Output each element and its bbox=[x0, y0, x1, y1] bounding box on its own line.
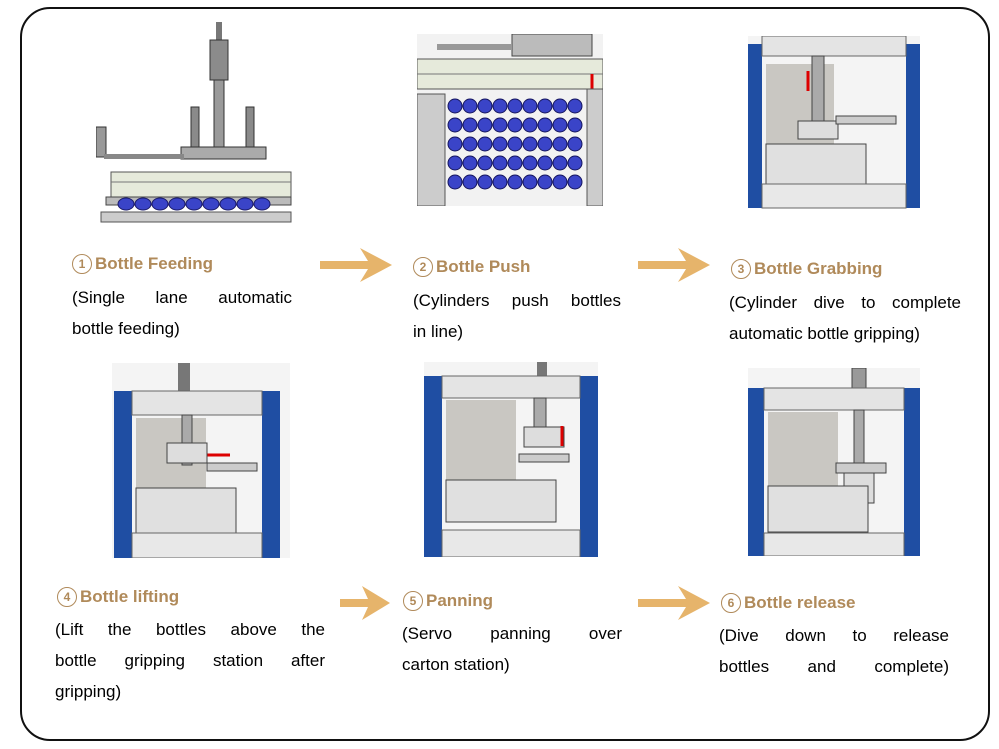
description-line: (Servo panning over bbox=[402, 624, 622, 643]
bottle-icon bbox=[537, 155, 553, 171]
step-number: 2 bbox=[413, 257, 433, 277]
arrow-right-icon bbox=[320, 248, 392, 282]
bottle-icon bbox=[462, 98, 478, 114]
step-4-description: (Lift the bottles above the bottle gripp… bbox=[55, 614, 325, 707]
bottle-icon bbox=[567, 155, 583, 171]
bottle-icon bbox=[537, 98, 553, 114]
bottle-push-illustration bbox=[417, 34, 603, 206]
bottle-feeding-illustration bbox=[96, 22, 292, 223]
step-3-description: (Cylinder dive to complete automatic bot… bbox=[729, 287, 961, 349]
arrow-right-icon bbox=[340, 586, 390, 620]
bottle-icon bbox=[477, 155, 493, 171]
bottle-icon bbox=[522, 174, 538, 190]
bottle-icon bbox=[522, 136, 538, 152]
bottle-icon bbox=[567, 98, 583, 114]
description-line: (Lift the bottles above the bbox=[55, 620, 325, 639]
bottle-icon bbox=[447, 155, 463, 171]
bottle-icon bbox=[477, 136, 493, 152]
bottle-icon bbox=[492, 155, 508, 171]
step-title-text: Bottle Feeding bbox=[95, 254, 214, 273]
bottle-icon bbox=[567, 174, 583, 190]
bottle-lifting-illustration bbox=[112, 363, 290, 558]
bottle-icon bbox=[492, 136, 508, 152]
step-title-text: Bottle lifting bbox=[80, 587, 180, 606]
arrow-right-icon bbox=[638, 248, 710, 282]
bottle-icon bbox=[567, 117, 583, 133]
bottle-icon bbox=[462, 117, 478, 133]
bottle-icon bbox=[522, 98, 538, 114]
description-line: bottle gripping station after bbox=[55, 651, 325, 670]
step-number: 6 bbox=[721, 593, 741, 613]
bottle-icon bbox=[567, 136, 583, 152]
description-line: (Dive down to release bbox=[719, 626, 949, 645]
step-title-text: Panning bbox=[426, 591, 494, 610]
bottle-icon bbox=[477, 174, 493, 190]
bottle-icon bbox=[507, 155, 523, 171]
bottle-icon bbox=[492, 117, 508, 133]
bottle-icon bbox=[477, 117, 493, 133]
bottle-icon bbox=[507, 136, 523, 152]
step-2-description: (Cylinders push bottles in line) bbox=[413, 285, 621, 347]
step-number: 4 bbox=[57, 587, 77, 607]
step-title-text: Bottle Push bbox=[436, 257, 531, 276]
step-number: 5 bbox=[403, 591, 423, 611]
bottle-icon bbox=[462, 174, 478, 190]
description-line: in line) bbox=[413, 322, 464, 341]
bottle-icon bbox=[552, 136, 568, 152]
bottle-icon bbox=[552, 98, 568, 114]
bottle-icon bbox=[507, 98, 523, 114]
description-line: carton station) bbox=[402, 655, 510, 674]
step-5-description: (Servo panning over carton station) bbox=[402, 618, 622, 680]
panning-illustration bbox=[424, 362, 598, 557]
bottle-icon bbox=[492, 98, 508, 114]
description-line: automatic bottle gripping) bbox=[729, 324, 920, 343]
description-line: (Single lane automatic bbox=[72, 288, 292, 307]
bottle-icon bbox=[522, 117, 538, 133]
step-title-text: Bottle Grabbing bbox=[754, 259, 883, 278]
step-1-description: (Single lane automatic bottle feeding) bbox=[72, 282, 292, 344]
description-line: bottle feeding) bbox=[72, 319, 180, 338]
bottle-icon bbox=[447, 136, 463, 152]
bottle-icon bbox=[477, 98, 493, 114]
bottle-icon bbox=[522, 155, 538, 171]
step-number: 1 bbox=[72, 254, 92, 274]
bottle-icon bbox=[552, 155, 568, 171]
bottle-icon bbox=[537, 174, 553, 190]
bottle-icon bbox=[462, 136, 478, 152]
bottle-icon bbox=[447, 98, 463, 114]
bottle-release-illustration bbox=[748, 368, 920, 556]
bottle-icon bbox=[552, 117, 568, 133]
bottle-icon bbox=[507, 117, 523, 133]
step-6-description: (Dive down to release bottles and comple… bbox=[719, 620, 949, 682]
description-line: bottles and complete) bbox=[719, 657, 949, 676]
bottle-grabbing-illustration bbox=[748, 36, 920, 209]
bottle-icon bbox=[492, 174, 508, 190]
arrow-right-icon bbox=[638, 586, 710, 620]
step-number: 3 bbox=[731, 259, 751, 279]
bottle-icon bbox=[507, 174, 523, 190]
bottle-icon bbox=[447, 174, 463, 190]
bottle-icon bbox=[537, 136, 553, 152]
bottle-icon bbox=[537, 117, 553, 133]
bottle-icon bbox=[552, 174, 568, 190]
step-title-text: Bottle release bbox=[744, 593, 856, 612]
bottle-icon bbox=[447, 117, 463, 133]
description-line: (Cylinder dive to complete bbox=[729, 293, 961, 312]
description-line: (Cylinders push bottles bbox=[413, 291, 621, 310]
description-line: gripping) bbox=[55, 682, 122, 701]
bottle-icon bbox=[462, 155, 478, 171]
